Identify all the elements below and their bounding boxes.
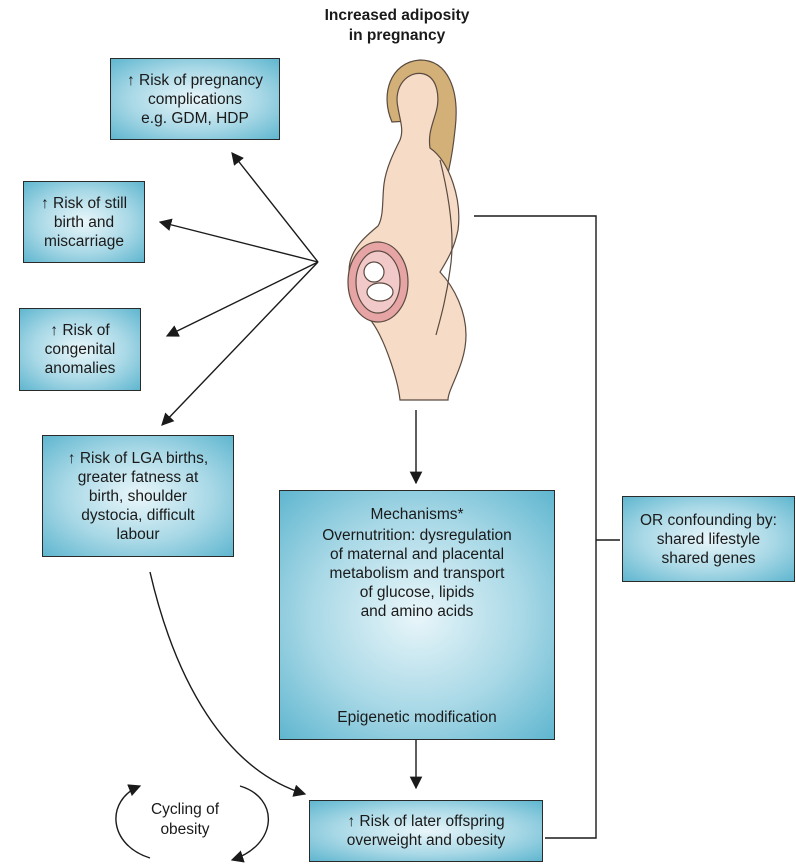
box-congenital-anomalies: ↑ Risk of congenital anomalies [19,308,141,391]
box-stillbirth: ↑ Risk of still birth and miscarriage [23,181,145,263]
box-mechanisms: Mechanisms* Overnutrition: dysregulation… [279,490,555,740]
womb [348,242,408,322]
increased-adiposity-label: Increased adiposity in pregnancy [322,6,472,46]
fetus [364,262,384,282]
cycling-of-obesity-label: Cycling of obesity [130,800,240,840]
box-pregnancy-complications: ↑ Risk of pregnancy complications e.g. G… [110,58,280,140]
box-later-offspring-obesity: ↑ Risk of later offspring overweight and… [309,800,543,862]
box-confounding: OR confounding by: shared lifestyle shar… [622,496,795,582]
mechanisms-title: Mechanisms* [370,505,463,524]
mechanisms-footer: Epigenetic modification [280,708,554,727]
box-lga-births: ↑ Risk of LGA births, greater fatness at… [42,435,234,557]
